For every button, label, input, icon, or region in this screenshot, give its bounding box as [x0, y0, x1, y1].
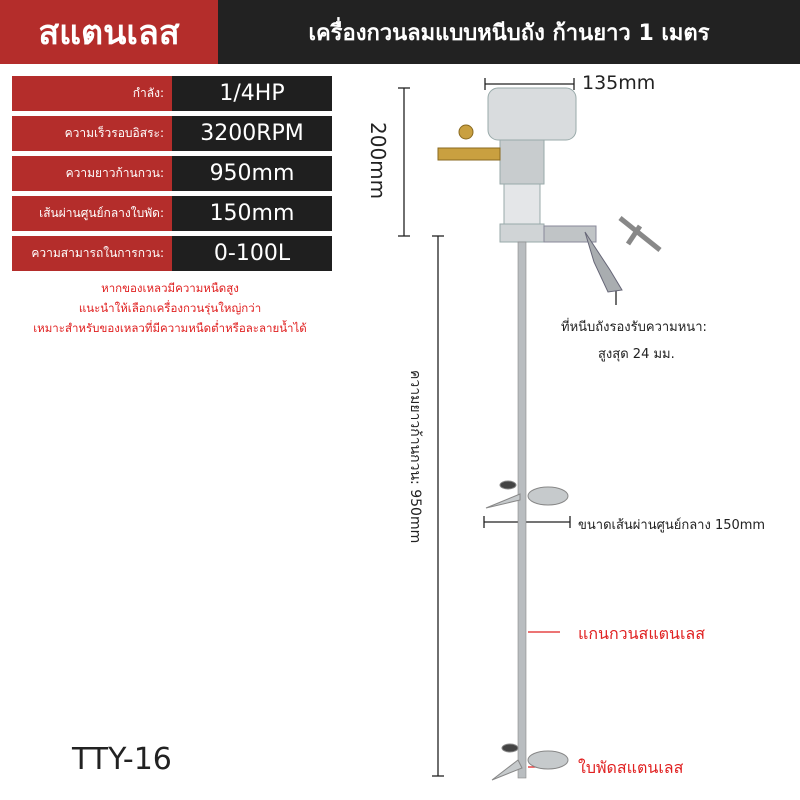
spec-row-capacity: ความสามารถในการกวน:0-100L	[12, 236, 332, 271]
stirring-shaft	[517, 241, 527, 779]
note-line: เหมาะสำหรับของเหลวที่มีความหนืดต่ำหรือละ…	[33, 321, 307, 335]
spec-value: 3200RPM	[172, 116, 332, 151]
height-dimension: 200mm	[366, 122, 390, 200]
note-line: แนะนำให้เลือกเครื่องกวนรุ่นใหญ่กว่า	[78, 301, 262, 315]
model-number: TTY-16	[72, 742, 172, 777]
spec-value: 150mm	[172, 196, 332, 231]
spec-row-blade-diameter: เส้นผ่านศูนย์กลางใบพัด:150mm	[12, 196, 332, 231]
spec-label: ความสามารถในการกวน:	[12, 236, 172, 271]
spec-label: ความเร็วรอบอิสระ:	[12, 116, 172, 151]
width-dimension: 135mm	[582, 72, 656, 94]
middle-impeller	[485, 480, 569, 509]
shaft-length-dimension: ความยาวก้านกวน: 950mm	[407, 370, 423, 544]
spec-label: กำลัง:	[12, 76, 172, 111]
clamp-callout-line1: ที่หนีบถังรองรับความหนา:	[561, 320, 707, 335]
spec-value: 1/4HP	[172, 76, 332, 111]
spec-value: 950mm	[172, 156, 332, 191]
blade-diameter-dimension: ขนาดเส้นผ่านศูนย์กลาง 150mm	[578, 518, 766, 533]
brand-label: สแตนเลส	[0, 0, 218, 64]
bottom-impeller	[491, 743, 569, 781]
note-line: หากของเหลวมีความหนืดสูง	[101, 281, 239, 295]
product-title: เครื่องกวนลมแบบหนีบถัง ก้านยาว 1 เมตร	[308, 20, 710, 46]
spec-value: 0-100L	[172, 236, 332, 271]
shaft-callout: แกนกวนสแตนเลส	[578, 624, 705, 643]
spec-label: เส้นผ่านศูนย์กลางใบพัด:	[12, 196, 172, 231]
motor-body	[437, 87, 662, 293]
dimension-lines	[398, 78, 617, 777]
spec-label: ความยาวก้านกวน:	[12, 156, 172, 191]
clamp-callout-line2: สูงสุด 24 มม.	[598, 347, 675, 362]
spec-row-speed: ความเร็วรอบอิสระ:3200RPM	[12, 116, 332, 151]
spec-row-shaft-length: ความยาวก้านกวน:950mm	[12, 156, 332, 191]
blade-callout: ใบพัดสแตนเลส	[578, 758, 684, 777]
spec-row-power: กำลัง:1/4HP	[12, 76, 332, 111]
header-bar: สแตนเลส เครื่องกวนลมแบบหนีบถัง ก้านยาว 1…	[0, 0, 800, 64]
